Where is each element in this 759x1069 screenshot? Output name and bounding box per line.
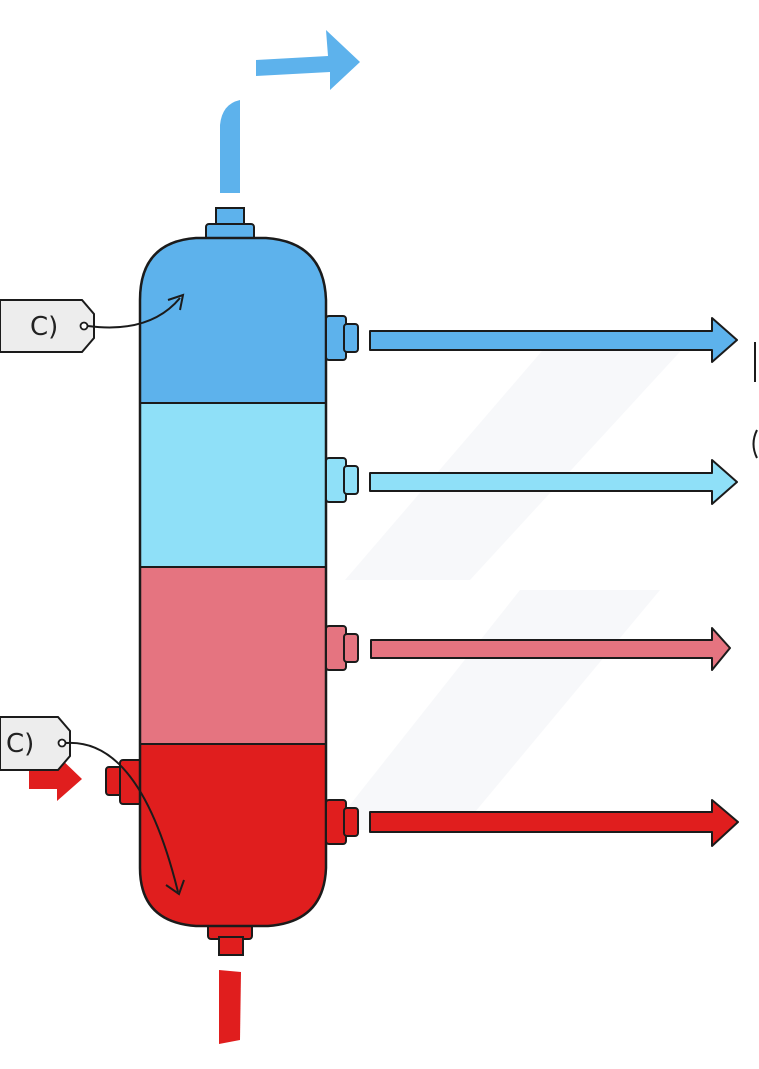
outlet-arrow-2: [369, 459, 738, 505]
outlet-arrow-3: [370, 627, 731, 671]
top-tag-pointer: [87, 293, 185, 329]
column-upper-middle-section: [140, 403, 326, 567]
cropped-label-fragments: [752, 342, 758, 459]
top-vapour-pipe: [220, 100, 240, 193]
top-vapour-arrow: [256, 30, 360, 90]
outlet-arrow-1: [369, 317, 738, 363]
side-nozzle-4: [325, 799, 359, 845]
bottom-residue-pipe: [219, 970, 241, 1044]
top-nozzle: [205, 207, 255, 241]
feed-inlet-nozzle: [105, 759, 143, 805]
feed-inlet-arrow: [29, 754, 82, 801]
bottom-nozzle: [207, 922, 253, 956]
column-top-section: [140, 238, 326, 403]
column-lower-middle-section: [140, 567, 326, 744]
column-outline: [138, 236, 328, 928]
top-section-tag: C): [0, 299, 95, 353]
side-nozzle-2: [325, 457, 359, 503]
bottom-section-tag: C): [0, 716, 71, 771]
background-watermark: [330, 330, 700, 830]
column-body: [138, 236, 328, 928]
side-nozzle-1: [325, 315, 359, 361]
bottom-tag-pointer: [65, 741, 185, 896]
top-tag-label: C): [30, 312, 58, 342]
side-nozzle-3: [325, 625, 359, 671]
column-bottom-section: [140, 744, 326, 926]
outlet-arrow-4: [369, 799, 739, 847]
bottom-tag-label: C): [6, 729, 34, 759]
